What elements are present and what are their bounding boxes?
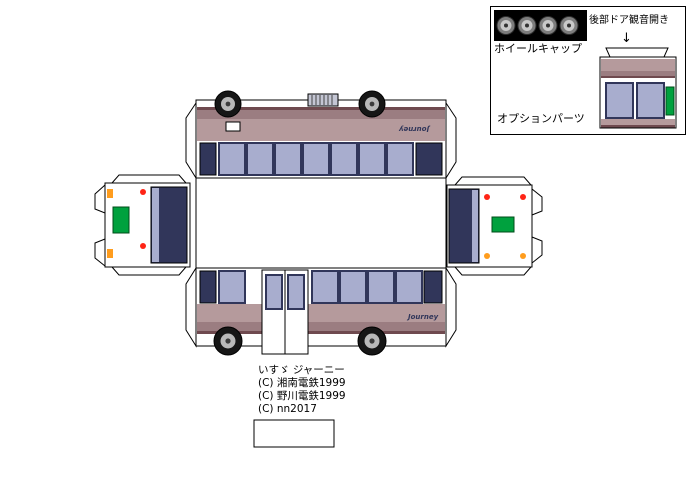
credits: いすゞ ジャーニー (C) 湘南電鉄1999 (C) 野川電鉄1999 (C) … — [258, 364, 346, 415]
body-stripe-thin — [601, 125, 675, 128]
glue-tab — [94, 238, 106, 268]
spare-part — [253, 419, 335, 448]
body-stripe — [197, 110, 445, 119]
hub-center — [225, 101, 231, 107]
tail-light — [520, 194, 526, 200]
windshield-window — [199, 142, 217, 176]
side-window — [386, 142, 414, 176]
glue-tab — [185, 266, 197, 348]
marker-light — [520, 253, 526, 259]
bottom-side-piece: Journey — [185, 266, 457, 356]
wheel-cap — [496, 16, 516, 35]
body-stripe-thin — [197, 331, 445, 334]
entry-door — [261, 269, 309, 355]
hub-center — [369, 338, 375, 344]
wheel — [214, 90, 242, 118]
front-window-glass — [152, 188, 159, 262]
marker-light — [107, 249, 113, 258]
spare-part-outline — [253, 419, 335, 448]
wheel-cap — [538, 16, 558, 35]
roof-vent-slats — [311, 95, 333, 105]
glue-tab — [94, 183, 106, 214]
wheel-cap — [559, 16, 579, 35]
top-side-piece: Journey — [185, 90, 457, 180]
rear-window-glass — [472, 190, 478, 262]
option-parts-label: オプションパーツ — [497, 112, 585, 125]
license-plate — [665, 86, 675, 116]
glue-tab — [531, 187, 543, 216]
marker-light — [107, 189, 113, 198]
body-band — [197, 119, 445, 141]
glue-tab — [605, 47, 669, 58]
glue-tab — [110, 174, 188, 184]
glue-tab — [445, 101, 457, 180]
wheel-caps-label: ホイールキャップ — [494, 42, 582, 55]
windshield-window — [199, 270, 217, 304]
glue-tab — [453, 176, 533, 186]
copyright-line: (C) 湘南電鉄1999 — [258, 376, 346, 389]
side-window — [339, 270, 367, 304]
glue-tab — [445, 266, 457, 348]
front-cap-piece — [94, 174, 191, 276]
side-window — [218, 270, 246, 304]
license-plate — [491, 216, 515, 233]
cap-center — [567, 23, 571, 28]
roof-piece — [195, 177, 447, 269]
options-panel: ホイールキャップ 後部ドア観音開き ↓ オプションパーツ — [490, 6, 686, 135]
glue-tab — [110, 266, 188, 276]
rear-cap-piece — [446, 176, 543, 276]
hub-center — [225, 338, 231, 344]
body-stripe — [601, 71, 675, 76]
journey-logo-bottom: Journey — [406, 313, 439, 321]
side-window — [367, 270, 395, 304]
option-rear-part — [599, 47, 677, 129]
rear-door-window — [636, 82, 665, 119]
roof-outline — [195, 177, 447, 269]
body-stripe-thin — [197, 107, 445, 110]
side-window — [395, 270, 423, 304]
side-window — [246, 142, 274, 176]
glue-tab — [453, 266, 533, 276]
side-window — [358, 142, 386, 176]
license-plate — [112, 206, 130, 234]
body-band — [601, 119, 675, 125]
wheel-cap — [517, 16, 537, 35]
model-title: いすゞ ジャーニー — [258, 364, 345, 376]
down-arrow: ↓ — [621, 31, 632, 46]
side-window — [218, 142, 246, 176]
wheel — [358, 90, 386, 118]
cap-center — [525, 23, 529, 28]
door-window — [287, 274, 305, 310]
cap-center — [504, 23, 508, 28]
door-window — [265, 274, 283, 310]
wheel — [213, 326, 243, 356]
glue-tab — [185, 101, 197, 180]
cap-center — [546, 23, 550, 28]
tail-light — [484, 194, 490, 200]
journey-logo-top: Journey — [398, 125, 431, 133]
wheel — [357, 326, 387, 356]
side-window — [274, 142, 302, 176]
side-window — [302, 142, 330, 176]
marker-light — [484, 253, 490, 259]
glue-tab — [531, 236, 543, 265]
tail-light — [140, 189, 146, 195]
body-band — [197, 304, 445, 322]
fuel-lid — [225, 121, 241, 132]
side-window — [311, 270, 339, 304]
rear-quarter-window — [415, 142, 443, 176]
rear-quarter-window — [423, 270, 443, 304]
copyright-line: (C) nn2017 — [258, 403, 317, 415]
tail-light — [140, 243, 146, 249]
side-window — [330, 142, 358, 176]
body-stripe — [197, 322, 445, 331]
rear-door-label: 後部ドア観音開き — [589, 13, 669, 26]
body-stripe-thin — [601, 76, 675, 78]
hub-center — [369, 101, 375, 107]
copyright-line: (C) 野川電鉄1999 — [258, 389, 346, 402]
rear-door-window — [605, 82, 634, 119]
body-band — [601, 59, 675, 71]
